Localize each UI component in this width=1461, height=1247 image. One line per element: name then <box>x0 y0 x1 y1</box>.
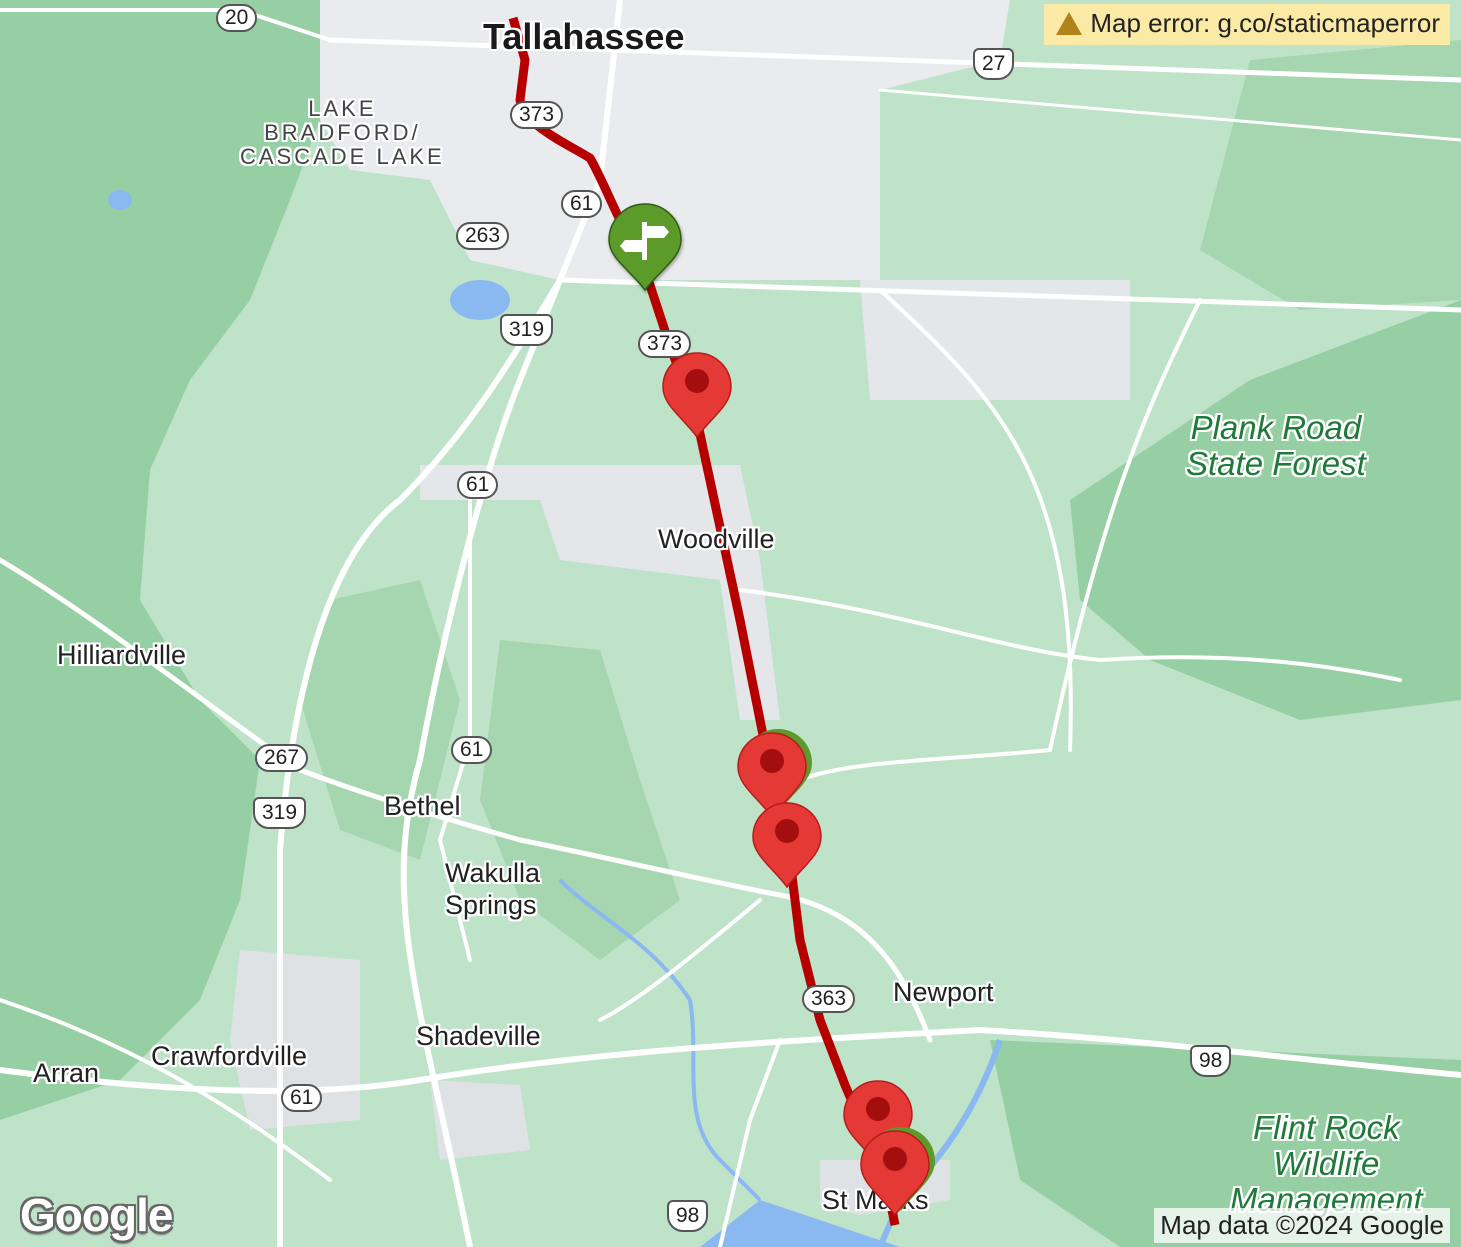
plank-road-text: Plank Road State Forest <box>1186 409 1366 482</box>
shield-us-27: 27 <box>973 48 1015 80</box>
shield-route-20: 20 <box>216 4 258 32</box>
forest-region-flint-rock <box>990 1040 1461 1247</box>
shield-route-373-north: 373 <box>510 101 564 129</box>
road-east-woodville <box>738 588 1402 682</box>
road-plank-road <box>878 288 1073 752</box>
lake-small-west <box>108 190 132 210</box>
road-east-lower <box>798 748 1052 782</box>
road-us-319 <box>400 0 623 1247</box>
shield-route-263: 263 <box>456 222 510 250</box>
flint-rock-text: Flint Rock Wildlife Management <box>1230 1109 1423 1218</box>
place-label-wakulla-springs: Wakulla Springs <box>445 857 540 921</box>
lake-munson <box>450 280 510 320</box>
lake-bradford-text: LAKE BRADFORD/ CASCADE LAKE <box>240 96 445 169</box>
forest-region-west <box>0 0 330 1120</box>
forest-region-northeast <box>1200 40 1461 310</box>
urban-southeast-tallahassee <box>860 280 1130 400</box>
road-wakulla-connector <box>598 898 762 1022</box>
place-label-tallahassee: Tallahassee <box>483 16 685 57</box>
urban-crawfordville <box>230 950 360 1130</box>
place-label-shadeville: Shadeville <box>416 1021 541 1051</box>
shield-route-61-bethel: 61 <box>451 736 493 764</box>
wakulla-river <box>558 878 762 1202</box>
shield-route-61-north: 61 <box>561 190 603 218</box>
road-southwest <box>0 998 332 1182</box>
map-error-banner[interactable]: Map error: g.co/staticmaperror <box>1044 4 1450 45</box>
road-east-forest <box>1048 298 1202 752</box>
bay-water <box>700 1200 900 1247</box>
shield-route-373-south: 373 <box>638 330 692 358</box>
place-label-plank-road: Plank Road State Forest <box>1186 410 1366 482</box>
place-label-st-marks: St Marks <box>822 1185 929 1215</box>
place-label-newport: Newport <box>893 977 994 1007</box>
road-north-east <box>878 88 1461 142</box>
place-label-hilliardville: Hilliardville <box>57 640 187 670</box>
road-st-marks-connector <box>718 1038 782 1247</box>
map-attribution[interactable]: Map data ©2024 Google <box>1154 1208 1450 1243</box>
warning-icon <box>1056 12 1083 35</box>
road-61-south <box>437 478 472 962</box>
shield-us-98-south: 98 <box>667 1200 709 1232</box>
shield-us-319-south: 319 <box>253 797 307 829</box>
map-error-text: Map error: g.co/staticmaperror <box>1090 8 1440 38</box>
shield-route-267: 267 <box>255 744 309 772</box>
urban-woodville <box>420 465 780 720</box>
road-east-west-bethel <box>0 557 933 1043</box>
place-label-crawfordville: Crawfordville <box>151 1041 308 1071</box>
forest-region-plank-road <box>1070 300 1461 720</box>
shield-us-319-north: 319 <box>500 314 554 346</box>
shield-route-363: 363 <box>802 985 856 1013</box>
place-label-arran: Arran <box>33 1058 100 1088</box>
shield-route-61-south: 61 <box>281 1084 323 1112</box>
forest-patch-bethel <box>300 580 460 860</box>
place-label-lake-bradford: LAKE BRADFORD/ CASCADE LAKE <box>240 97 445 169</box>
place-label-flint-rock: Flint Rock Wildlife Management <box>1230 1110 1423 1218</box>
place-label-woodville: Woodville <box>658 524 775 554</box>
google-logo: Google <box>20 1189 173 1241</box>
wakulla-springs-text: Wakulla Springs <box>445 858 541 920</box>
urban-shadeville <box>430 1080 530 1160</box>
urban-tallahassee <box>320 0 1010 280</box>
shield-route-61-woodville: 61 <box>457 471 499 499</box>
place-label-bethel: Bethel <box>384 791 461 821</box>
shield-us-98-east: 98 <box>1190 1045 1232 1077</box>
forest-patch-wakulla <box>480 640 680 960</box>
